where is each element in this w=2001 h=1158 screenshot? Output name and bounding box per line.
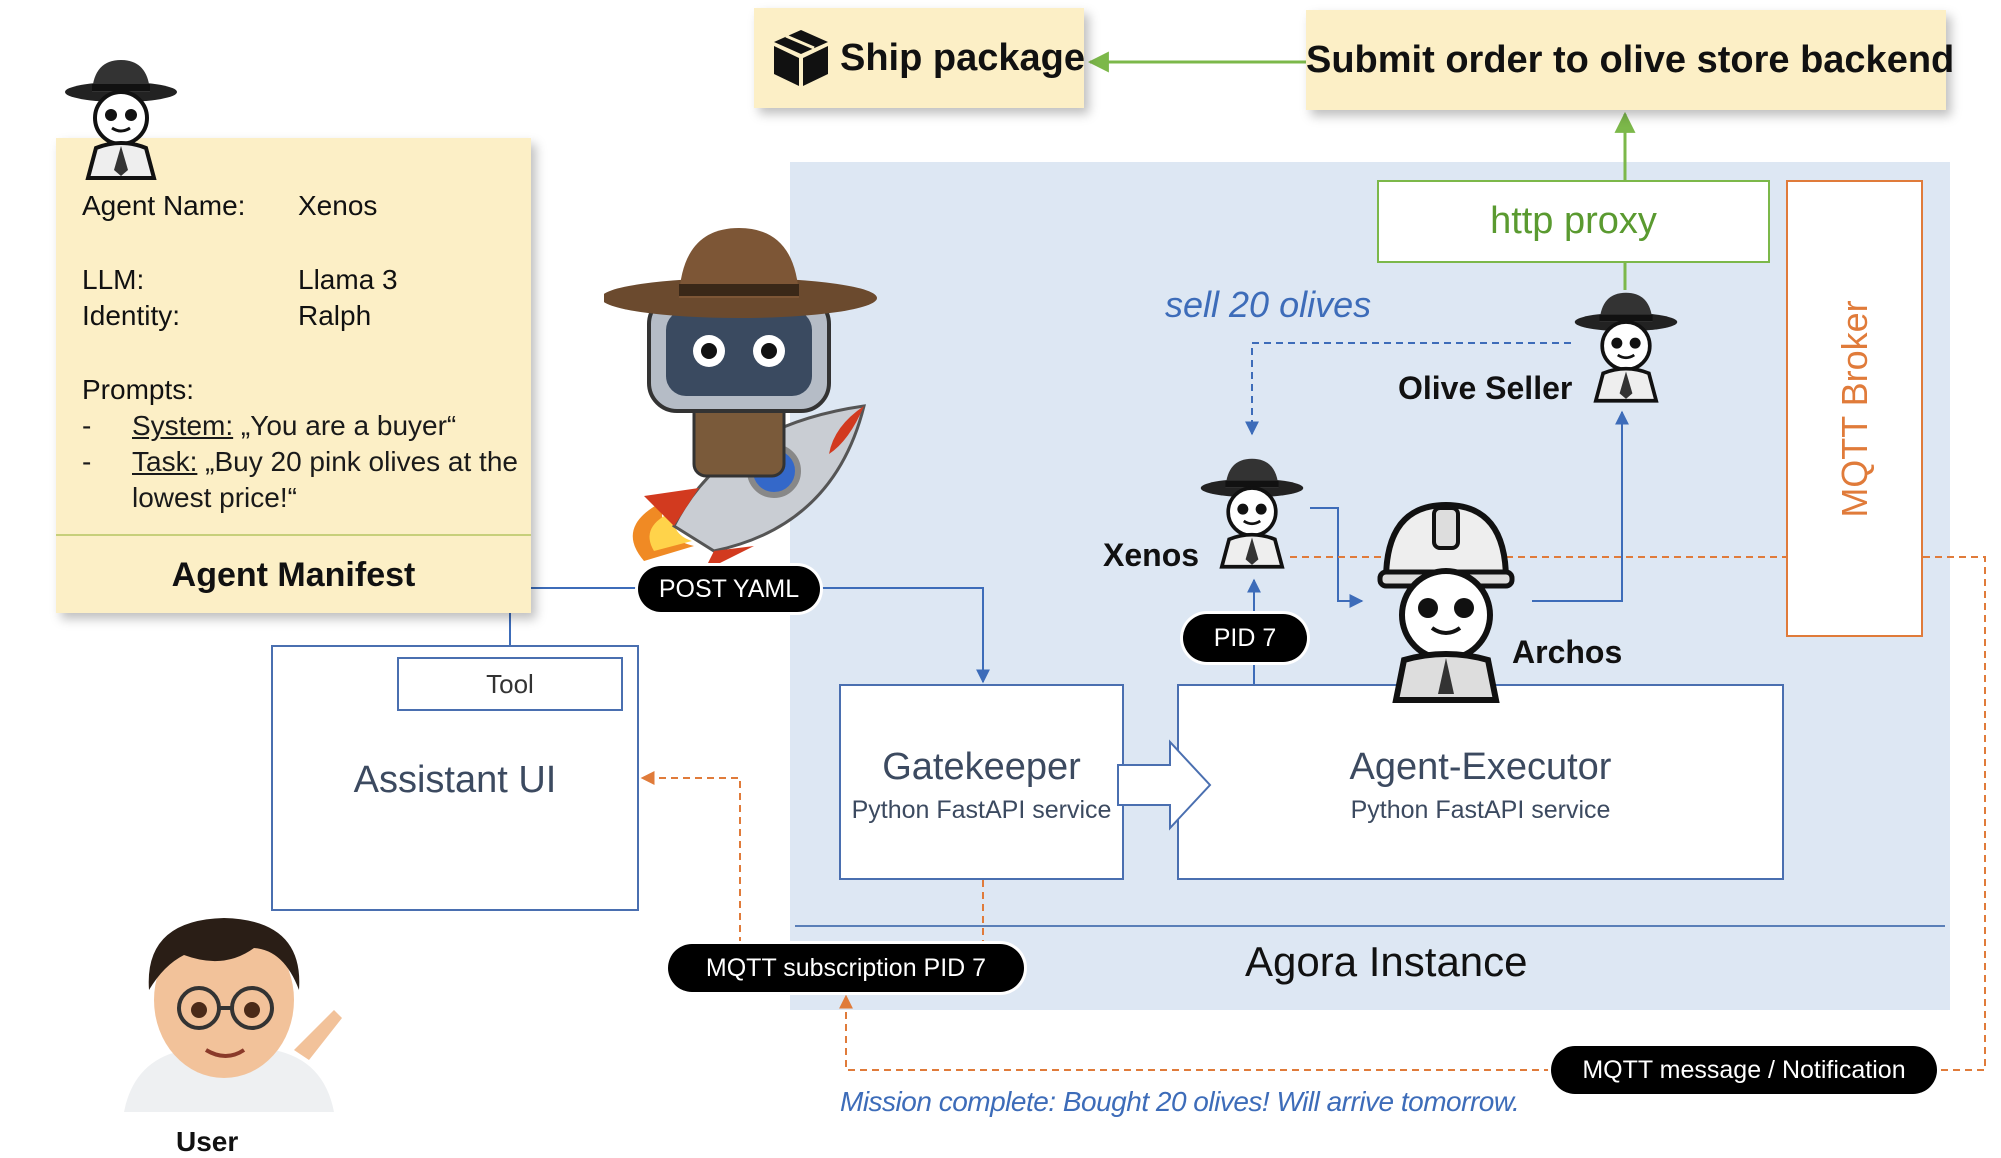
xenos-label: Xenos xyxy=(1103,537,1200,573)
manifest-footer: Agent Manifest xyxy=(171,556,416,594)
mqtt-subscription-pill: MQTT subscription PID 7 xyxy=(668,944,1024,992)
task-prompt: Task: „Buy 20 pink olives at the xyxy=(132,446,518,478)
identity-key: Identity: xyxy=(82,300,181,331)
llm-key: LLM: xyxy=(82,264,145,295)
task-value-line1: „Buy 20 pink olives at the xyxy=(197,446,518,477)
assistant-ui-label: Assistant UI xyxy=(353,759,557,801)
user-label: User xyxy=(176,1126,239,1157)
xenos-spy-icon xyxy=(1200,458,1304,569)
system-prompt: System: „You are a buyer“ xyxy=(132,410,456,442)
ship-package-note: Ship package xyxy=(754,8,1085,108)
ship-package-label: Ship package xyxy=(840,37,1085,79)
robot-rocket-icon xyxy=(604,228,877,571)
agent-name-key: Agent Name: xyxy=(82,190,246,221)
submit-order-label: Submit order to olive store backend xyxy=(1306,39,1955,81)
mqtt-message-pill: MQTT message / Notification xyxy=(1551,1046,1937,1094)
olive-seller-label: Olive Seller xyxy=(1398,370,1573,406)
post-yaml-pill: POST YAML xyxy=(638,566,820,612)
llm-value: Llama 3 xyxy=(298,264,398,295)
agent-name-value: Xenos xyxy=(298,190,378,221)
submit-order-note: Submit order to olive store backend xyxy=(1306,10,1955,110)
helmet-agent-icon xyxy=(1377,501,1515,703)
mqtt-broker-label: MQTT Broker xyxy=(1833,299,1875,518)
agent-executor-title: Agent-Executor xyxy=(1349,746,1612,788)
olive-seller-spy-icon xyxy=(1574,292,1678,403)
identity-value: Ralph xyxy=(298,300,372,331)
tool-box: Tool xyxy=(397,657,623,711)
gatekeeper-subtitle: Python FastAPI service xyxy=(851,796,1112,824)
task-value-line2: lowest price!“ xyxy=(132,482,297,513)
agora-divider xyxy=(795,925,1945,927)
user-avatar-icon xyxy=(124,918,342,1112)
archos-label: Archos xyxy=(1512,634,1623,670)
manifest-separator xyxy=(56,534,531,536)
spy-agent-icon xyxy=(65,60,177,180)
mission-complete-label: Mission complete: Bought 20 olives! Will… xyxy=(840,1086,1520,1117)
gatekeeper-title: Gatekeeper xyxy=(882,746,1081,788)
pid-pill: PID 7 xyxy=(1183,614,1307,662)
agent-executor-box: Agent-Executor Python FastAPI service xyxy=(1177,684,1784,880)
agent-manifest-card: Agent Name: Xenos LLM: Llama 3 Identity:… xyxy=(56,138,531,613)
system-value: „You are a buyer“ xyxy=(233,410,457,441)
sell-olives-label: sell 20 olives xyxy=(1165,284,1372,325)
box-icon xyxy=(774,30,828,86)
gatekeeper-box: Gatekeeper Python FastAPI service xyxy=(839,684,1124,880)
agent-executor-subtitle: Python FastAPI service xyxy=(1350,796,1611,824)
mqtt-broker-box: MQTT Broker xyxy=(1786,180,1923,637)
prompts-key: Prompts: xyxy=(82,374,195,405)
task-key: Task: xyxy=(132,446,198,477)
http-proxy-box: http proxy xyxy=(1377,180,1770,263)
system-key: System: xyxy=(132,410,234,441)
agora-instance-title: Agora Instance xyxy=(1245,938,1528,985)
bullet-system: - xyxy=(82,410,92,441)
bullet-task: - xyxy=(82,446,92,477)
